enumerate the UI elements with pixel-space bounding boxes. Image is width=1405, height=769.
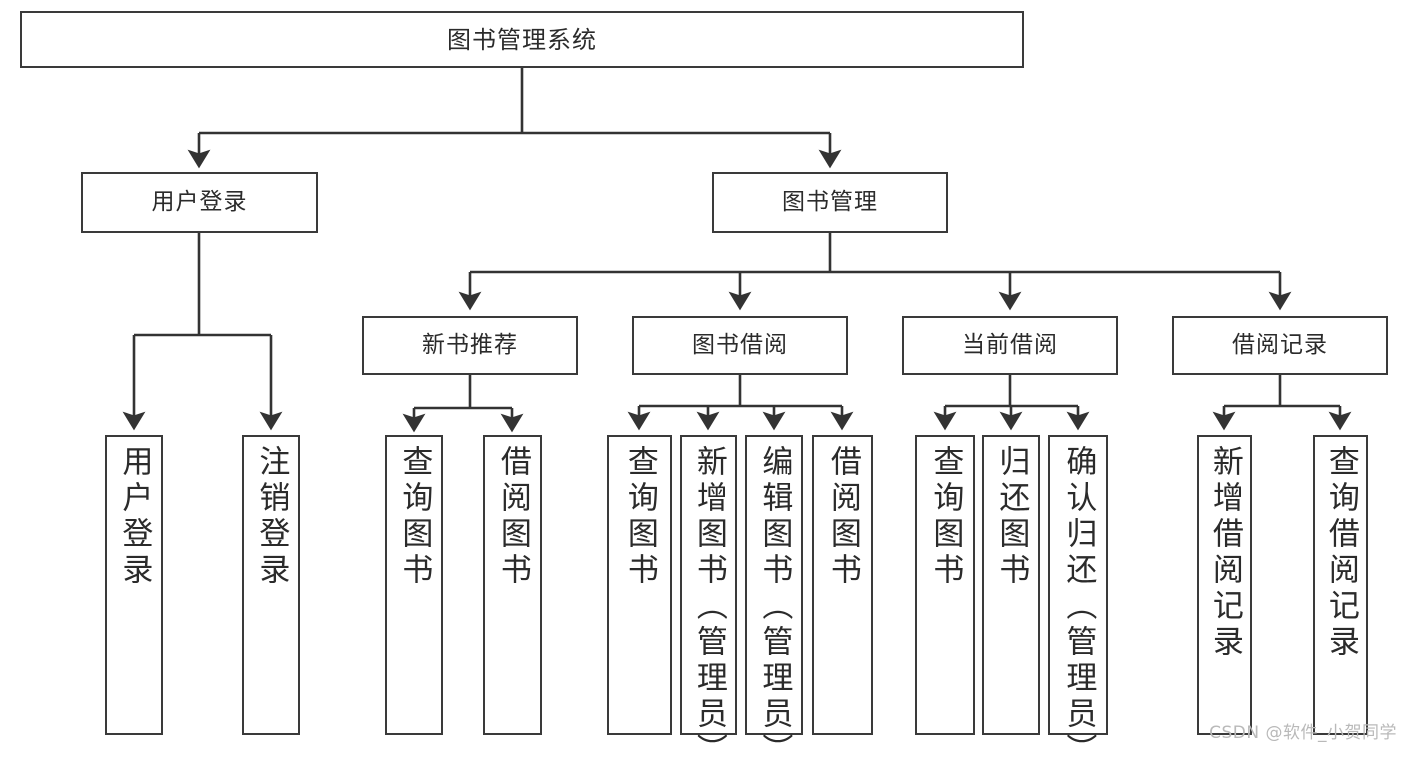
leaf-borrow-query-book[interactable]: 查询图书 [607,435,672,735]
node-label: 图书管理系统 [447,25,597,54]
node-new-book-recommend[interactable]: 新书推荐 [362,316,578,375]
node-root-system[interactable]: 图书管理系统 [20,11,1024,68]
leaf-recommend-query-book[interactable]: 查询图书 [385,435,443,735]
node-label: 用户登录 [151,189,248,215]
node-label: 图书管理 [782,189,878,215]
leaf-recommend-borrow-book[interactable]: 借阅图书 [483,435,542,735]
node-label: 新增借阅记录 [1206,445,1243,661]
node-label: 图书借阅 [692,332,788,358]
node-label: 借阅图书 [824,445,861,589]
leaf-borrow-add-book-admin[interactable]: 新增图书（管理员） [680,435,737,769]
node-label: 新增图书（管理员） [690,445,727,769]
node-label: 新书推荐 [422,332,518,358]
leaf-current-confirm-return-admin[interactable]: 确认归还（管理员） [1048,435,1108,769]
node-label: 当前借阅 [962,332,1058,358]
leaf-current-return-book[interactable]: 归还图书 [982,435,1040,735]
node-label: 查询借阅记录 [1322,445,1359,661]
node-label: 查询图书 [621,445,658,589]
node-current-borrow[interactable]: 当前借阅 [902,316,1118,375]
leaf-current-query-book[interactable]: 查询图书 [915,435,975,735]
leaf-borrow-edit-book-admin[interactable]: 编辑图书（管理员） [745,435,803,769]
leaf-record-query-record[interactable]: 查询借阅记录 [1313,435,1368,735]
node-label: 查询图书 [396,445,433,589]
leaf-borrow-borrow-book[interactable]: 借阅图书 [812,435,873,735]
node-borrow-record[interactable]: 借阅记录 [1172,316,1388,375]
node-label: 借阅图书 [494,445,531,589]
leaf-user-login-login[interactable]: 用户登录 [105,435,163,735]
node-label: 查询图书 [927,445,964,589]
diagram-canvas: 图书管理系统 用户登录 图书管理 新书推荐 图书借阅 当前借阅 借阅记录 用户登… [20,11,1397,769]
node-label: 确认归还（管理员） [1060,445,1097,769]
watermark-text: CSDN @软件_小贺同学 [1209,723,1397,743]
node-user-login[interactable]: 用户登录 [81,172,318,233]
node-book-borrow[interactable]: 图书借阅 [632,316,848,375]
node-label: 编辑图书（管理员） [756,445,793,769]
leaf-record-add-record[interactable]: 新增借阅记录 [1197,435,1252,735]
node-book-management[interactable]: 图书管理 [712,172,948,233]
node-label: 注销登录 [253,445,290,589]
node-label: 借阅记录 [1232,332,1328,358]
leaf-user-login-logout[interactable]: 注销登录 [242,435,300,735]
node-label: 归还图书 [993,445,1030,589]
node-label: 用户登录 [116,445,153,589]
